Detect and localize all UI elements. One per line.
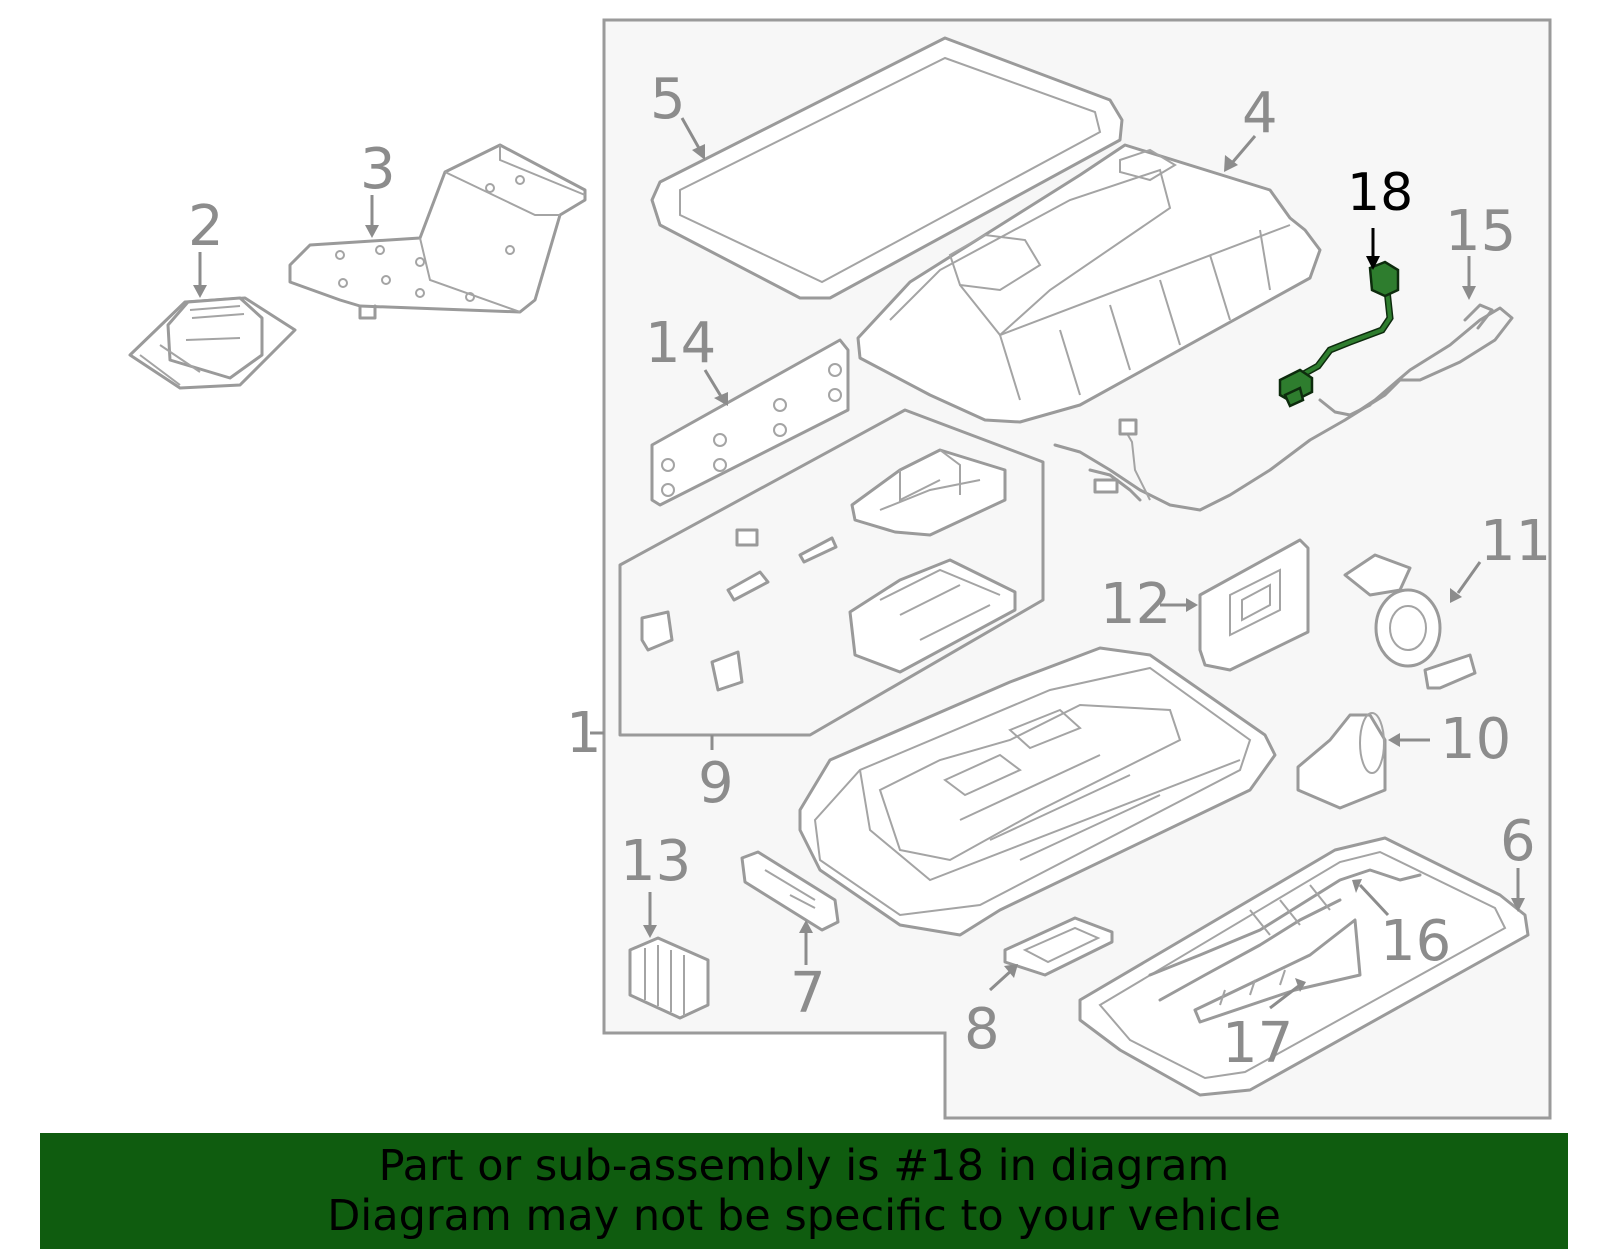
part-9-components[interactable] bbox=[640, 448, 1017, 692]
callout-13: 13 bbox=[620, 829, 691, 894]
banner-line-1: Part or sub-assembly is #18 in diagram bbox=[378, 1141, 1230, 1191]
callout-8: 8 bbox=[964, 997, 1000, 1062]
part-9-region-outline bbox=[618, 408, 1045, 737]
part-2-bracket[interactable] bbox=[128, 296, 297, 390]
arrow-2 bbox=[193, 285, 207, 298]
part-3-floor-bracket[interactable] bbox=[288, 143, 587, 320]
callout-12: 12 bbox=[1100, 572, 1171, 637]
callout-5: 5 bbox=[650, 67, 686, 132]
leader-11 bbox=[1456, 561, 1482, 594]
callout-17: 17 bbox=[1222, 1011, 1293, 1076]
arrow-4 bbox=[1224, 155, 1238, 172]
callout-16: 16 bbox=[1380, 909, 1451, 974]
callout-15: 15 bbox=[1445, 199, 1516, 264]
leader-4 bbox=[1230, 135, 1257, 164]
callout-1: 1 bbox=[566, 701, 602, 766]
arrow-15 bbox=[1462, 286, 1476, 300]
banner-line-2: Diagram may not be specific to your vehi… bbox=[327, 1191, 1281, 1241]
callout-4: 4 bbox=[1242, 81, 1278, 146]
part-8-cover[interactable] bbox=[1003, 916, 1114, 977]
battery-tray[interactable] bbox=[798, 646, 1277, 937]
part-12-bracket[interactable] bbox=[1198, 538, 1310, 672]
part-18-highlighted-harness[interactable] bbox=[1278, 260, 1400, 408]
leader-5 bbox=[680, 117, 702, 151]
arrow-5 bbox=[692, 144, 705, 160]
leader-17 bbox=[1269, 983, 1301, 1010]
callout-11: 11 bbox=[1480, 509, 1551, 574]
callout-18-highlighted: 18 bbox=[1347, 163, 1413, 223]
leader-8 bbox=[988, 968, 1014, 992]
part-14-plate[interactable] bbox=[650, 338, 850, 507]
arrow-3 bbox=[365, 225, 379, 238]
info-banner: Part or sub-assembly is #18 in diagram D… bbox=[40, 1133, 1568, 1249]
callout-14: 14 bbox=[645, 311, 716, 376]
callout-10: 10 bbox=[1440, 707, 1511, 772]
part-11-fan[interactable] bbox=[1343, 553, 1477, 690]
arrow-16 bbox=[1352, 879, 1362, 893]
part-17-bracket[interactable] bbox=[1193, 918, 1362, 1024]
arrow-14 bbox=[714, 392, 728, 406]
part-5-gasket[interactable] bbox=[650, 36, 1124, 300]
part-13-module[interactable] bbox=[628, 936, 710, 1020]
arrow-13 bbox=[643, 925, 657, 938]
arrow-17 bbox=[1295, 978, 1306, 992]
arrow-11 bbox=[1450, 588, 1462, 603]
arrow-6 bbox=[1511, 898, 1525, 912]
part-10-duct[interactable] bbox=[1296, 712, 1387, 810]
part-4-battery-cover[interactable] bbox=[856, 143, 1322, 424]
leader-16 bbox=[1358, 883, 1390, 917]
arrow-8 bbox=[1004, 964, 1018, 978]
arrow-7 bbox=[799, 920, 813, 933]
arrow-18 bbox=[1366, 256, 1380, 270]
part-16-harness[interactable] bbox=[1148, 868, 1422, 1002]
part-15-harness[interactable] bbox=[1053, 303, 1514, 512]
callout-2: 2 bbox=[188, 194, 224, 259]
arrow-12 bbox=[1186, 598, 1198, 612]
callout-9: 9 bbox=[698, 751, 734, 816]
callout-7: 7 bbox=[790, 961, 826, 1026]
part-7-connector[interactable] bbox=[740, 850, 840, 932]
callout-3: 3 bbox=[360, 137, 396, 202]
leader-14 bbox=[703, 369, 724, 399]
arrow-10 bbox=[1388, 733, 1400, 747]
callout-6: 6 bbox=[1500, 809, 1536, 874]
